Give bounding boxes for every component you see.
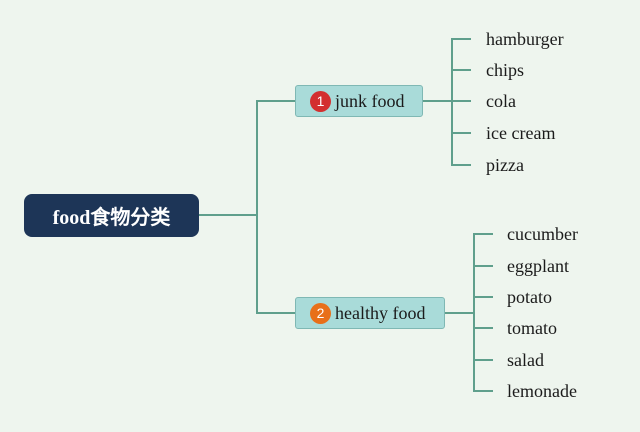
leaf-ice-cream[interactable]: ice cream: [486, 123, 556, 143]
branch-label: healthy food: [335, 302, 426, 323]
leaf-hamburger[interactable]: hamburger: [486, 29, 564, 49]
leaf-cucumber[interactable]: cucumber: [507, 224, 578, 244]
leaf-eggplant[interactable]: eggplant: [507, 256, 569, 276]
branch-label: junk food: [335, 90, 405, 111]
leaf-tomato[interactable]: tomato: [507, 318, 557, 338]
branch-healthy-food[interactable]: 2 healthy food: [295, 297, 445, 329]
leaf-lemonade[interactable]: lemonade: [507, 381, 577, 401]
leaf-chips[interactable]: chips: [486, 60, 524, 80]
priority-1-icon: 1: [310, 90, 331, 112]
leaf-pizza[interactable]: pizza: [486, 155, 524, 175]
priority-2-icon: 2: [310, 302, 331, 324]
root-label: food食物分类: [52, 207, 171, 229]
branch-junk-food[interactable]: 1 junk food: [295, 85, 423, 117]
leaf-salad[interactable]: salad: [507, 350, 544, 370]
leaf-cola[interactable]: cola: [486, 91, 516, 111]
root-node[interactable]: food食物分类: [24, 194, 199, 237]
leaf-potato[interactable]: potato: [507, 287, 552, 307]
